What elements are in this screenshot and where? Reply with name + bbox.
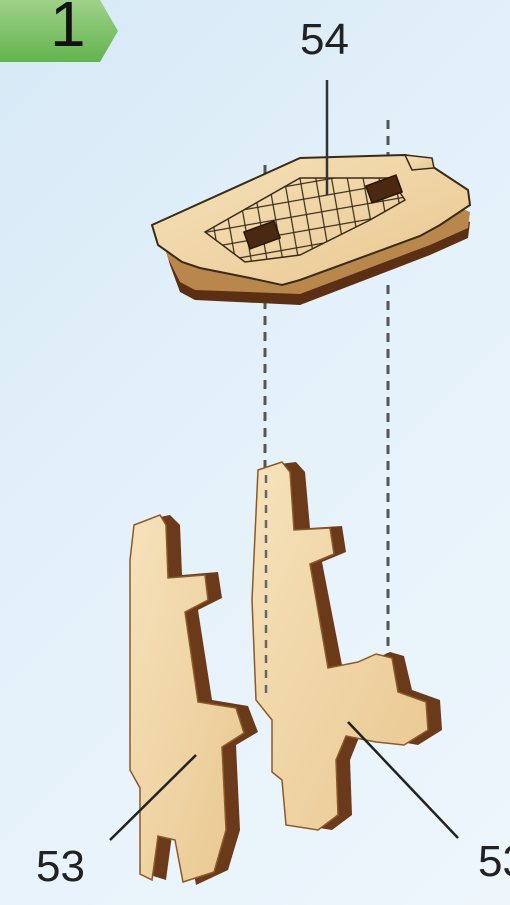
part-53-left — [130, 515, 258, 885]
callout-label-53-left: 53 — [36, 845, 85, 889]
part-53-right — [252, 462, 442, 830]
callout-label-54: 54 — [300, 18, 349, 62]
callout-label-53-right: 53 — [478, 840, 510, 884]
part-54-top-plate — [152, 155, 470, 305]
